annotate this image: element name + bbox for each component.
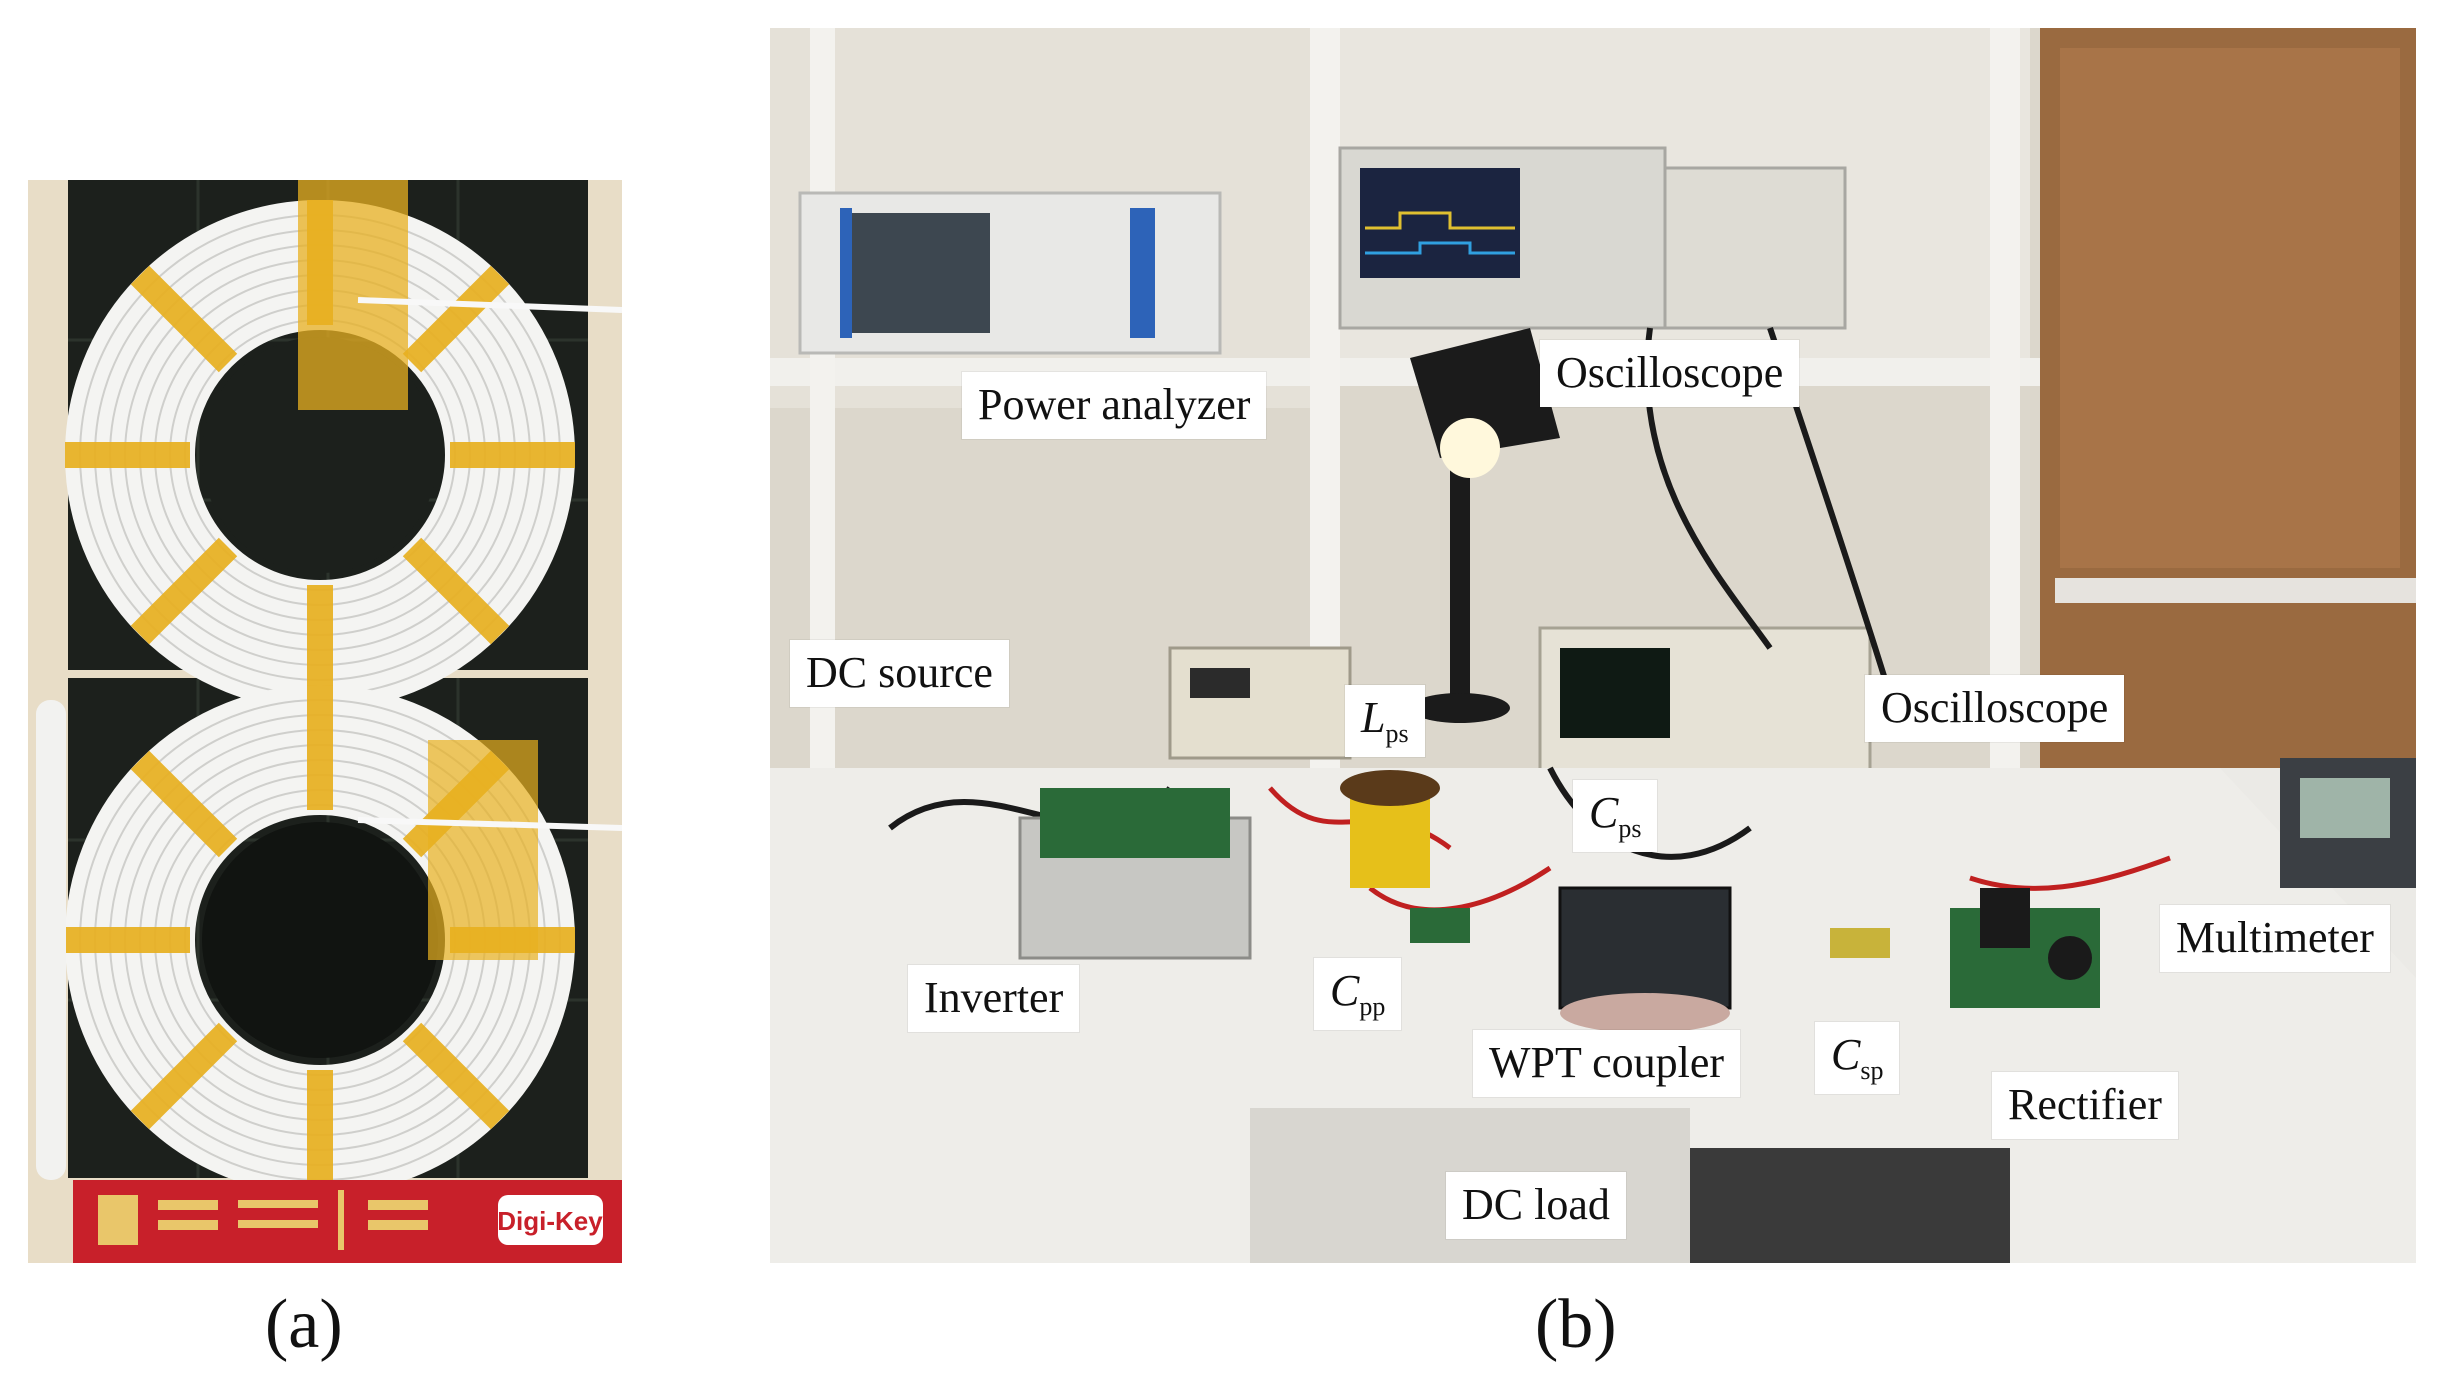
callout-csp: Csp	[1815, 1022, 1900, 1094]
callout-text: Inverter	[924, 973, 1064, 1022]
callout-inverter: Inverter	[908, 965, 1080, 1032]
callout-text: Rectifier	[2008, 1080, 2162, 1129]
callout-text: Multimeter	[2176, 913, 2374, 962]
callout-dc-load: DC load	[1446, 1172, 1626, 1239]
callout-dc-source: DC source	[790, 640, 1009, 707]
callout-cps: Cps	[1573, 780, 1658, 852]
callout-oscilloscope-top: Oscilloscope	[1540, 340, 1800, 407]
ruler-logo: Digi-Key	[497, 1206, 603, 1236]
callout-text: Oscilloscope	[1881, 683, 2109, 732]
panel-label-b: (b)	[1535, 1286, 1617, 1363]
callout-rectifier: Rectifier	[1992, 1072, 2178, 1139]
callout-text: WPT coupler	[1489, 1038, 1725, 1087]
callout-text: DC source	[806, 648, 993, 697]
callout-multimeter: Multimeter	[2160, 905, 2390, 972]
callout-text: DC load	[1462, 1180, 1610, 1229]
coil-photo: Digi-Key	[28, 180, 622, 1263]
callout-text: Oscilloscope	[1556, 348, 1784, 397]
coil-photo-graphic: Digi-Key	[28, 180, 622, 1263]
callout-subscript: ps	[1385, 719, 1409, 748]
callout-text: Power analyzer	[978, 380, 1251, 429]
callout-cpp: Cpp	[1314, 958, 1402, 1030]
callout-symbol: C	[1831, 1030, 1861, 1079]
callout-symbol: C	[1589, 788, 1619, 837]
callout-subscript: pp	[1359, 992, 1386, 1021]
callout-symbol: L	[1361, 693, 1386, 742]
callout-lps: Lps	[1345, 685, 1425, 757]
callout-oscilloscope-mid: Oscilloscope	[1865, 675, 2125, 742]
panel-label-a: (a)	[265, 1286, 343, 1363]
callout-symbol: C	[1330, 966, 1360, 1015]
callout-subscript: sp	[1860, 1056, 1884, 1085]
callout-wpt-coupler: WPT coupler	[1473, 1030, 1741, 1097]
callout-subscript: ps	[1618, 814, 1642, 843]
callout-power-analyzer: Power analyzer	[962, 372, 1267, 439]
